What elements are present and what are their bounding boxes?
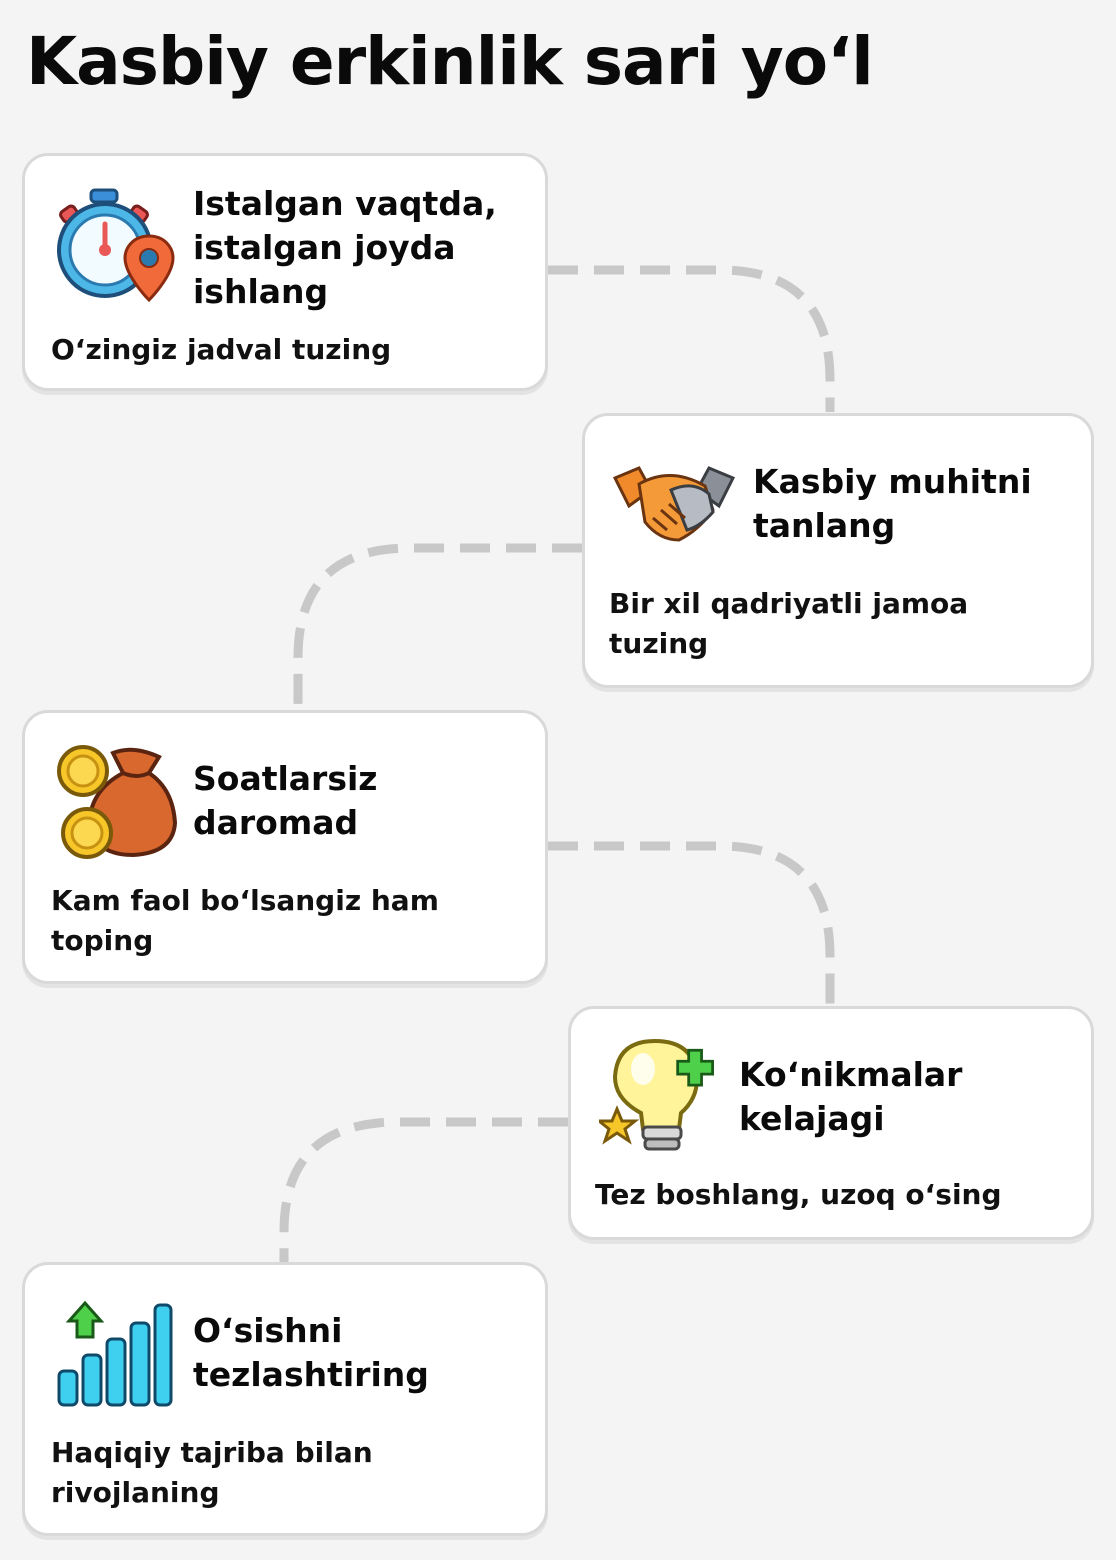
connector-2-3 bbox=[293, 543, 582, 710]
step-card-4: Ko‘nikmalar kelajagi Tez boshlang, uzoq … bbox=[568, 1006, 1094, 1240]
handshake-icon bbox=[609, 460, 739, 554]
step-card-2: Kasbiy muhitni tanlang Bir xil qadriyatl… bbox=[582, 413, 1094, 688]
step-description: O‘zingiz jadval tuzing bbox=[51, 333, 392, 366]
growth-bars-arrow-icon bbox=[55, 1299, 175, 1413]
money-bag-coins-icon bbox=[53, 743, 183, 867]
stopwatch-location-icon bbox=[53, 184, 183, 313]
step-card-3: Soatlarsiz daromad Kam faol bo‘lsangiz h… bbox=[22, 710, 548, 984]
connector-4-5 bbox=[279, 1117, 568, 1262]
step-description: Haqiqiy tajriba bilan rivojlaning bbox=[51, 1436, 373, 1509]
step-title: Ko‘nikmalar kelajagi bbox=[739, 1055, 963, 1138]
step-card-5: O‘sishni tezlashtiring Haqiqiy tajriba b… bbox=[22, 1262, 548, 1536]
page-title: Kasbiy erkinlik sari yo‘l bbox=[26, 23, 874, 100]
lightbulb-plus-icon bbox=[594, 1035, 729, 1159]
step-description: Tez boshlang, uzoq o‘sing bbox=[595, 1178, 1002, 1211]
step-description: Kam faol bo‘lsangiz ham toping bbox=[51, 884, 439, 957]
step-title: Kasbiy muhitni tanlang bbox=[753, 462, 1032, 545]
step-description: Bir xil qadriyatli jamoa tuzing bbox=[609, 587, 969, 660]
step-title: O‘sishni tezlashtiring bbox=[193, 1311, 429, 1394]
connector-1-2 bbox=[548, 265, 835, 412]
connector-3-4 bbox=[548, 841, 835, 1006]
step-title: Soatlarsiz daromad bbox=[193, 759, 378, 842]
step-title: Istalgan vaqtda, istalgan joyda ishlang bbox=[193, 184, 497, 311]
step-card-1: Istalgan vaqtda, istalgan joyda ishlang … bbox=[22, 153, 548, 391]
